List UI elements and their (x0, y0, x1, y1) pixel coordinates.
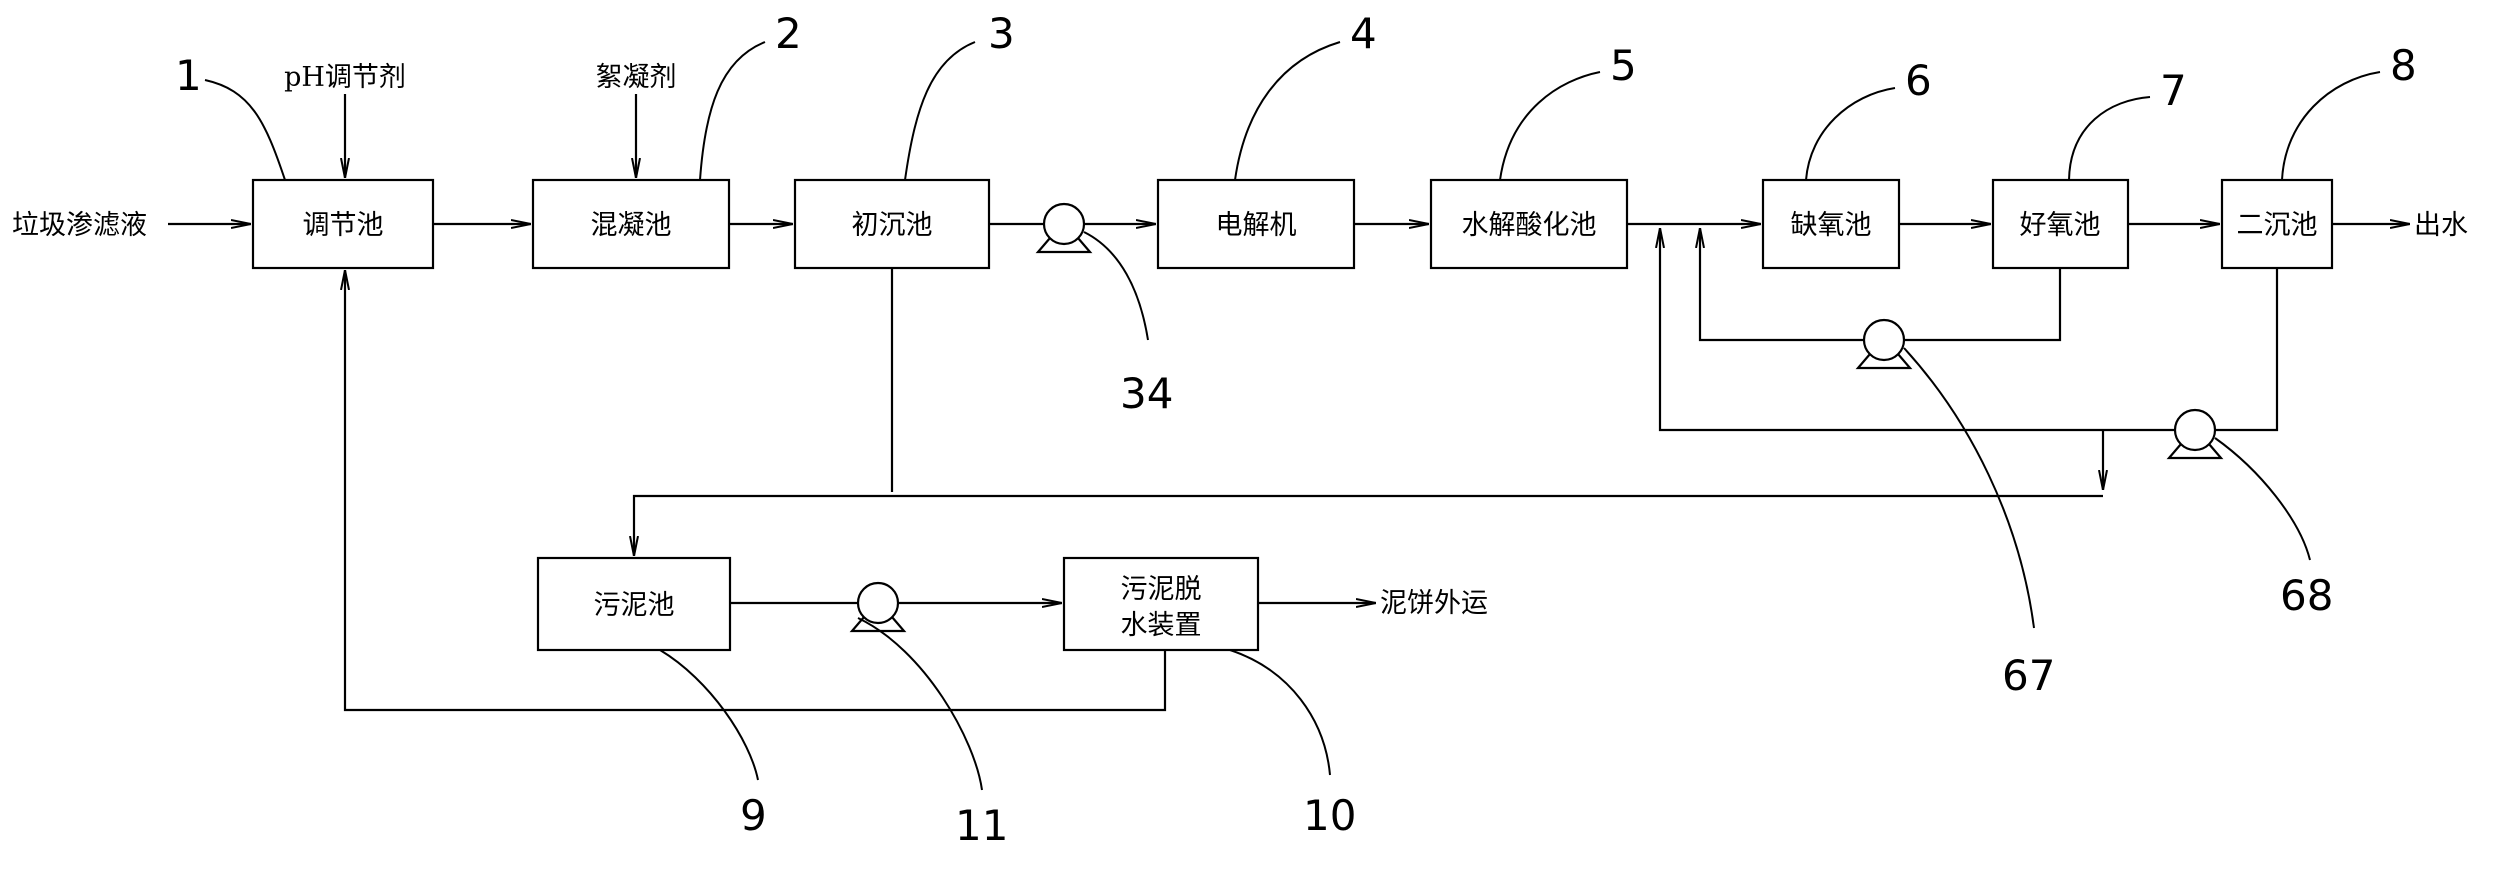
ref-5: 5 (1610, 41, 1637, 90)
leader-8 (2281, 71, 2381, 181)
leader-1 (204, 79, 286, 181)
leader-4 (1234, 41, 1341, 181)
leader-7 (2068, 96, 2151, 181)
sludge-tank-box (536, 556, 732, 652)
coagulation-tank-box (531, 178, 731, 270)
electrolyzer-label: 电解机 (1216, 210, 1297, 241)
anoxic-tank-label: 缺氧池 (1791, 210, 1872, 241)
ref-2: 2 (775, 9, 802, 58)
sludge-header-arrow (634, 494, 2103, 556)
regulating-tank-label: 调节池 (303, 210, 384, 241)
ref-34: 34 (1120, 369, 1173, 418)
ref-4: 4 (1350, 9, 1377, 58)
ref-9: 9 (740, 791, 767, 840)
pump-34-icon (1035, 202, 1093, 254)
sludge-dewatering-label-line2: 水装置 (1121, 610, 1202, 641)
regulating-tank-box (251, 178, 435, 270)
ref-1: 1 (175, 51, 202, 100)
ref-68: 68 (2280, 571, 2333, 620)
return-line-8-pump68 (2215, 268, 2279, 432)
ref-10: 10 (1303, 791, 1356, 840)
ref-6: 6 (1905, 56, 1932, 105)
sludge-tank-label: 污泥池 (594, 590, 675, 621)
hydrolysis-acidification-tank-box (1429, 178, 1629, 270)
primary-sedimentation-tank-label: 初沉池 (852, 210, 933, 241)
effluent-label: 出水 (2414, 210, 2468, 241)
pump-11-icon (849, 581, 907, 633)
anoxic-tank-box (1761, 178, 1901, 270)
ref-3: 3 (988, 9, 1015, 58)
recycle-line-7-pump67 (1904, 268, 2062, 342)
sludge-cake-label: 泥饼外运 (1380, 588, 1488, 619)
ref-11: 11 (955, 801, 1008, 850)
ref-8: 8 (2390, 41, 2417, 90)
ref-7: 7 (2160, 66, 2187, 115)
leader-9 (659, 649, 759, 781)
secondary-sedimentation-tank-box (2220, 178, 2334, 270)
leader-3 (904, 41, 976, 181)
pump-68-icon (2166, 408, 2224, 460)
primary-sedimentation-tank-box (793, 178, 991, 270)
leader-6 (1805, 87, 1896, 181)
ref-67: 67 (2002, 651, 2055, 700)
return-arrow-pump68-inlet (1660, 228, 2175, 432)
coagulation-tank-label: 混凝池 (591, 210, 672, 241)
leader-10 (1229, 649, 1331, 776)
leader-68 (2214, 437, 2311, 561)
filtrate-return-arrow (345, 270, 1167, 712)
influent-label: 垃圾渗滤液 (12, 210, 147, 241)
hydrolysis-acidification-tank-label: 水解酸化池 (1462, 210, 1597, 241)
ph-agent-label: pH调节剂 (284, 62, 406, 93)
secondary-sedimentation-tank-label: 二沉池 (2237, 210, 2318, 241)
recycle-arrow-pump67-6 (1700, 228, 1864, 342)
aerobic-tank-label: 好氧池 (2020, 210, 2101, 241)
leader-2 (699, 41, 766, 181)
sludge-dewatering-box (1062, 556, 1260, 652)
pump-67-icon (1855, 318, 1913, 370)
leader-11 (857, 617, 983, 791)
sludge-dewatering-label-line1: 污泥脱 (1121, 574, 1202, 605)
leader-34 (1083, 231, 1149, 341)
flocculant-label: 絮凝剂 (596, 62, 677, 93)
leader-5 (1499, 71, 1601, 181)
leader-67 (1903, 347, 2035, 629)
